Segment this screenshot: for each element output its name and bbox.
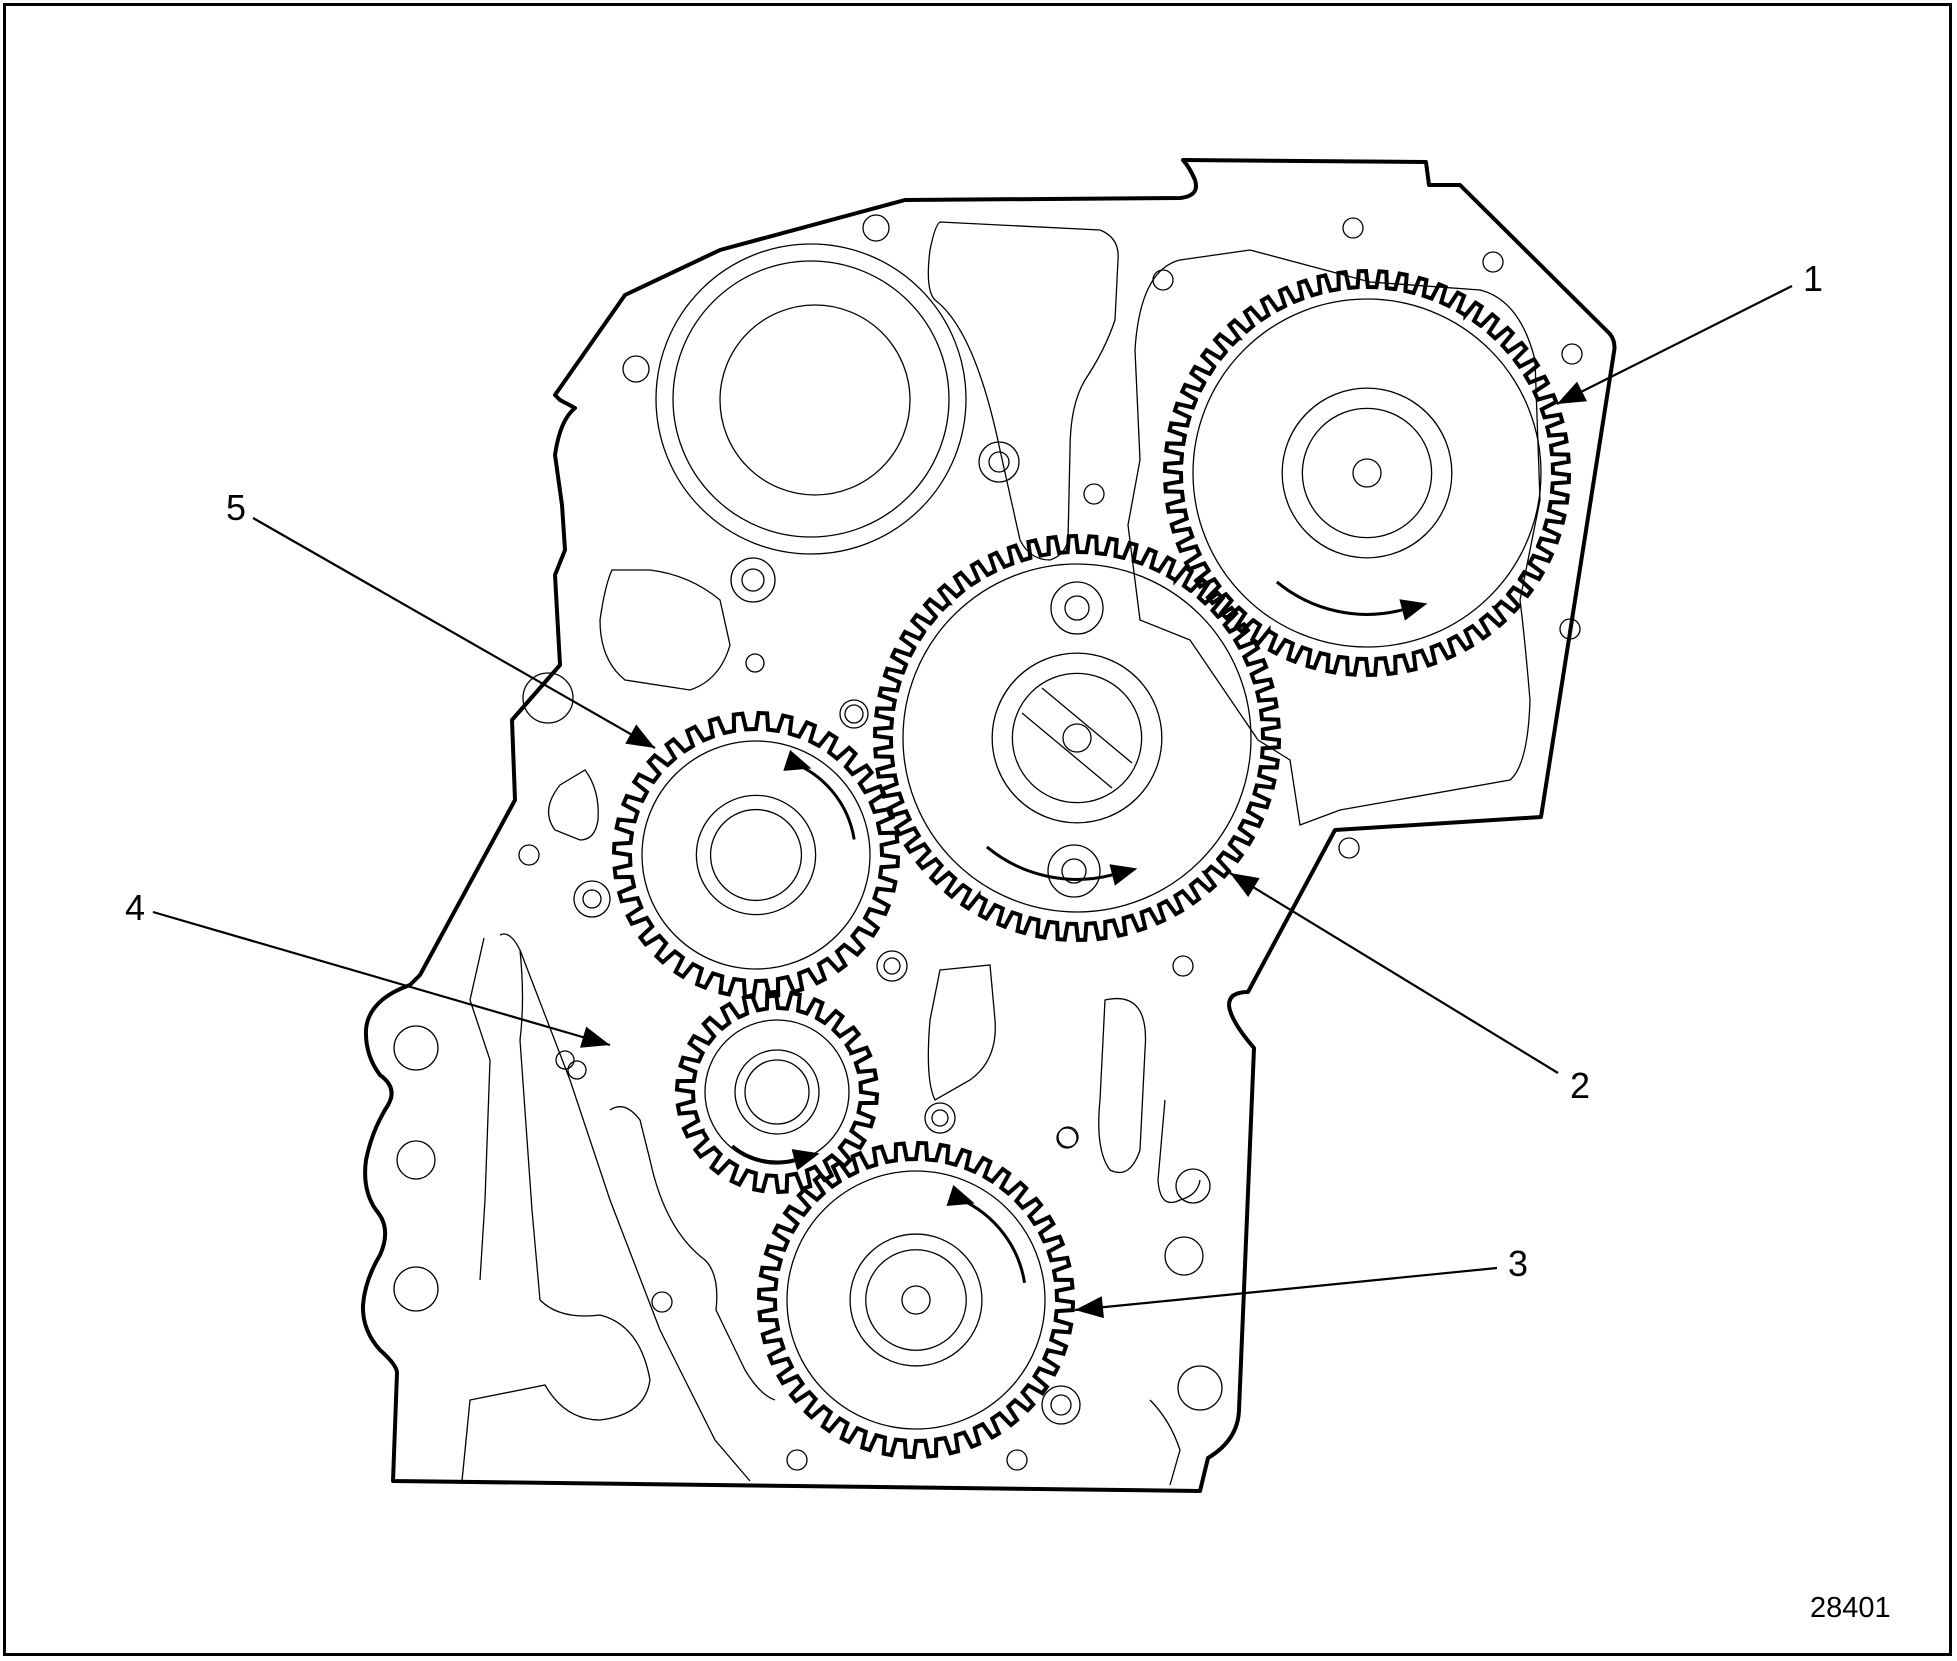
- leader-line-4: [152, 910, 611, 1047]
- leader-line-5: [252, 517, 656, 749]
- gear-1: [1162, 268, 1572, 678]
- gear-teeth: [756, 1140, 1076, 1460]
- callout-2: 2: [1570, 1065, 1591, 1106]
- callout-1: 1: [1803, 258, 1824, 299]
- housing-outline: [360, 158, 1617, 1493]
- leader-line-2: [1229, 872, 1559, 1074]
- leader-line-1: [1556, 285, 1793, 405]
- rotation-arrow-icon: [731, 1144, 795, 1164]
- leader-arrowhead-icon: [1230, 873, 1260, 897]
- arrowhead-icon: [946, 1185, 975, 1206]
- rotation-arrow-icon: [985, 845, 1113, 881]
- leader-arrowhead-icon: [625, 724, 655, 748]
- gears-group: [611, 268, 1572, 1460]
- gear-teeth: [872, 533, 1282, 943]
- gear-4: [674, 989, 880, 1195]
- gear-3: [756, 1140, 1076, 1460]
- callout-3: 3: [1508, 1243, 1529, 1284]
- callout-5: 5: [226, 487, 247, 528]
- callout-leaders: [152, 285, 1793, 1319]
- figure-frame: [3, 3, 1952, 1656]
- gear-5: [611, 710, 901, 1000]
- leader-arrowhead-icon: [580, 1026, 610, 1048]
- callout-4: 4: [125, 887, 146, 928]
- arrowhead-icon: [783, 750, 812, 771]
- rotation-arrow-icon: [1275, 580, 1403, 616]
- gear-teeth: [674, 989, 880, 1195]
- figure-id: 28401: [1810, 1592, 1891, 1624]
- gear-2: [872, 533, 1282, 943]
- rotation-arrow-icon: [949, 1194, 1027, 1284]
- gear-teeth: [611, 710, 901, 1000]
- gear-teeth: [1162, 268, 1572, 678]
- leader-arrowhead-icon: [1075, 1296, 1104, 1319]
- leader-arrowhead-icon: [1557, 381, 1587, 404]
- housing-interior-lines: [393, 214, 1583, 1486]
- arrowhead-icon: [1399, 599, 1428, 621]
- leader-line-3: [1074, 1266, 1498, 1312]
- rotation-arrow-icon: [786, 759, 856, 840]
- arrowhead-icon: [1109, 864, 1138, 886]
- arrowhead-icon: [791, 1149, 820, 1171]
